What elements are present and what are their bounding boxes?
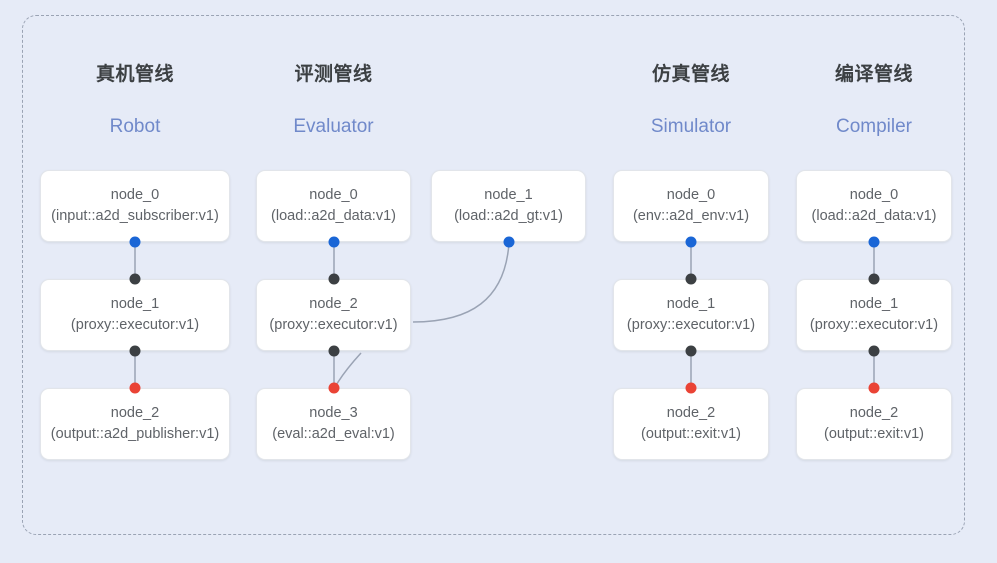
node-name: node_3	[309, 405, 358, 421]
node-name: node_1	[484, 187, 533, 203]
node-robot-2[interactable]: node_2 (output::a2d_publisher:v1)	[40, 388, 230, 460]
port-input-compiler-2[interactable]	[868, 382, 880, 394]
node-compiler-2[interactable]: node_2 (output::exit:v1)	[796, 388, 952, 460]
node-simulator-1[interactable]: node_1 (proxy::executor:v1)	[613, 279, 769, 351]
node-type: (proxy::executor:v1)	[269, 317, 398, 333]
node-name: node_1	[666, 296, 716, 312]
port-input-robot-2[interactable]	[129, 382, 141, 394]
node-type: (output::a2d_publisher:v1)	[50, 426, 220, 442]
node-name: node_2	[309, 296, 358, 312]
node-robot-1[interactable]: node_1 (proxy::executor:v1)	[40, 279, 230, 351]
node-simulator-0[interactable]: node_0 (env::a2d_env:v1)	[613, 170, 769, 242]
node-name: node_0	[309, 187, 358, 203]
pipeline-group-frame	[22, 15, 965, 535]
node-name: node_2	[849, 405, 899, 421]
node-name: node_2	[666, 405, 716, 421]
node-evaluator-2[interactable]: node_2 (proxy::executor:v1)	[256, 279, 411, 351]
port-input-evaluator-3[interactable]	[328, 382, 340, 394]
node-evaluator-3[interactable]: node_3 (eval::a2d_eval:v1)	[256, 388, 411, 460]
node-compiler-0[interactable]: node_0 (load::a2d_data:v1)	[796, 170, 952, 242]
node-type: (proxy::executor:v1)	[809, 317, 939, 333]
port-output-compiler-0[interactable]	[868, 236, 880, 248]
port-output-evaluator-2[interactable]	[328, 345, 340, 357]
node-name: node_1	[849, 296, 899, 312]
node-type: (load::a2d_gt:v1)	[454, 208, 563, 224]
node-type: (input::a2d_subscriber:v1)	[51, 208, 219, 224]
port-input-simulator-2[interactable]	[685, 382, 697, 394]
port-output-evaluator-0[interactable]	[328, 236, 340, 248]
node-type: (eval::a2d_eval:v1)	[272, 426, 395, 442]
node-type: (proxy::executor:v1)	[626, 317, 756, 333]
node-type: (output::exit:v1)	[824, 426, 924, 442]
node-name: node_0	[110, 187, 160, 203]
port-output-simulator-1[interactable]	[685, 345, 697, 357]
node-type: (env::a2d_env:v1)	[632, 208, 750, 224]
node-type: (load::a2d_data:v1)	[811, 208, 937, 224]
node-compiler-1[interactable]: node_1 (proxy::executor:v1)	[796, 279, 952, 351]
node-name: node_0	[666, 187, 716, 203]
node-evaluator-1[interactable]: node_1 (load::a2d_gt:v1)	[431, 170, 586, 242]
node-simulator-2[interactable]: node_2 (output::exit:v1)	[613, 388, 769, 460]
node-robot-0[interactable]: node_0 (input::a2d_subscriber:v1)	[40, 170, 230, 242]
node-name: node_2	[110, 405, 160, 421]
node-type: (output::exit:v1)	[641, 426, 741, 442]
port-input-robot-1[interactable]	[129, 273, 141, 285]
node-name: node_1	[110, 296, 160, 312]
node-evaluator-0[interactable]: node_0 (load::a2d_data:v1)	[256, 170, 411, 242]
port-input-evaluator-2[interactable]	[328, 273, 340, 285]
port-input-simulator-1[interactable]	[685, 273, 697, 285]
node-name: node_0	[849, 187, 899, 203]
port-input-compiler-1[interactable]	[868, 273, 880, 285]
port-output-evaluator-1[interactable]	[503, 236, 515, 248]
port-output-simulator-0[interactable]	[685, 236, 697, 248]
port-output-compiler-1[interactable]	[868, 345, 880, 357]
port-output-robot-0[interactable]	[129, 236, 141, 248]
port-output-robot-1[interactable]	[129, 345, 141, 357]
node-type: (proxy::executor:v1)	[70, 317, 200, 333]
node-type: (load::a2d_data:v1)	[271, 208, 396, 224]
